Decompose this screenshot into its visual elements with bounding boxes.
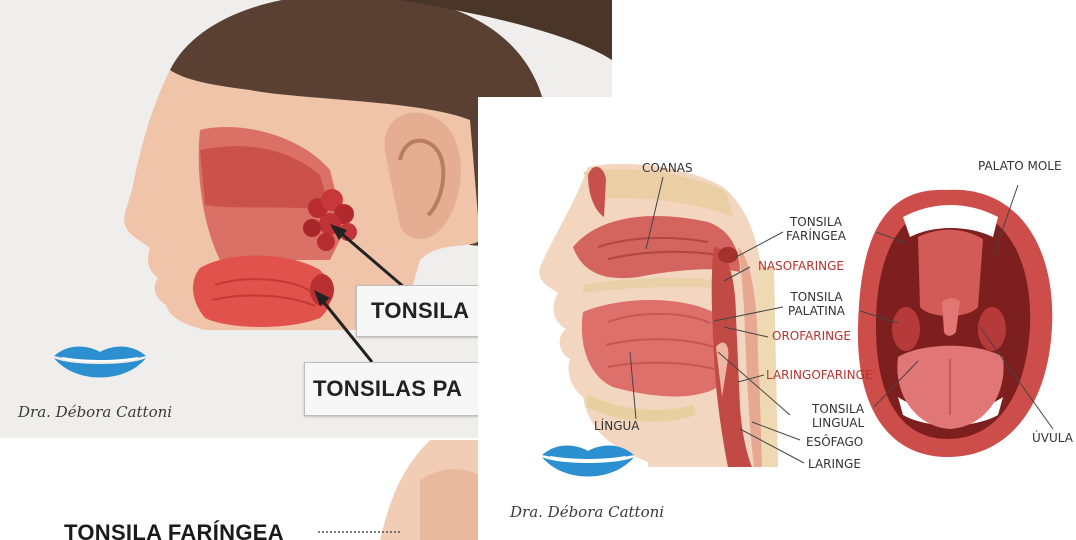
label-nasofaringe: NASOFARINGE	[758, 259, 844, 273]
label-line-1: TONSILA	[786, 215, 846, 229]
label-line-1: TONSILA	[788, 290, 845, 304]
label-uvula: ÚVULA	[1032, 431, 1073, 445]
lips-logo-icon	[542, 446, 634, 477]
label-line-2: FARÍNGEA	[786, 229, 846, 243]
label-laringofaringe: LARINGOFARINGE	[766, 368, 873, 382]
open-mouth-shape	[858, 190, 1052, 457]
lips-logo-icon	[54, 347, 146, 378]
label-tonsila-faringea: TONSILA FARÍNGEA	[786, 215, 846, 243]
label-lingua: LÍNGUA	[594, 419, 640, 433]
label-tonsila-lingual: TONSILA LINGUAL	[812, 402, 864, 430]
label-palato-mole: PALATO MOLE	[978, 159, 1062, 173]
label-laringe: LARINGE	[808, 457, 861, 471]
label-esofago: ESÔFAGO	[806, 435, 863, 449]
label-line-2: PALATINA	[788, 304, 845, 318]
throat-diagram-panel: COANAS PALATO MOLE TONSILA FARÍNGEA NASO…	[478, 97, 1076, 540]
label-tonsila-palatina: TONSILA PALATINA	[788, 290, 845, 318]
label-pharyngeal-tonsil-bottom: TONSILA FARÍNGEA	[64, 520, 284, 540]
signature: Dra. Débora Cattoni	[510, 503, 664, 521]
signature: Dra. Débora Cattoni	[18, 403, 172, 421]
label-line-2: LINGUAL	[812, 416, 864, 430]
label-orofaringe: OROFARINGE	[772, 329, 851, 343]
label-line-1: TONSILA	[812, 402, 864, 416]
label-coanas: COANAS	[642, 161, 693, 175]
